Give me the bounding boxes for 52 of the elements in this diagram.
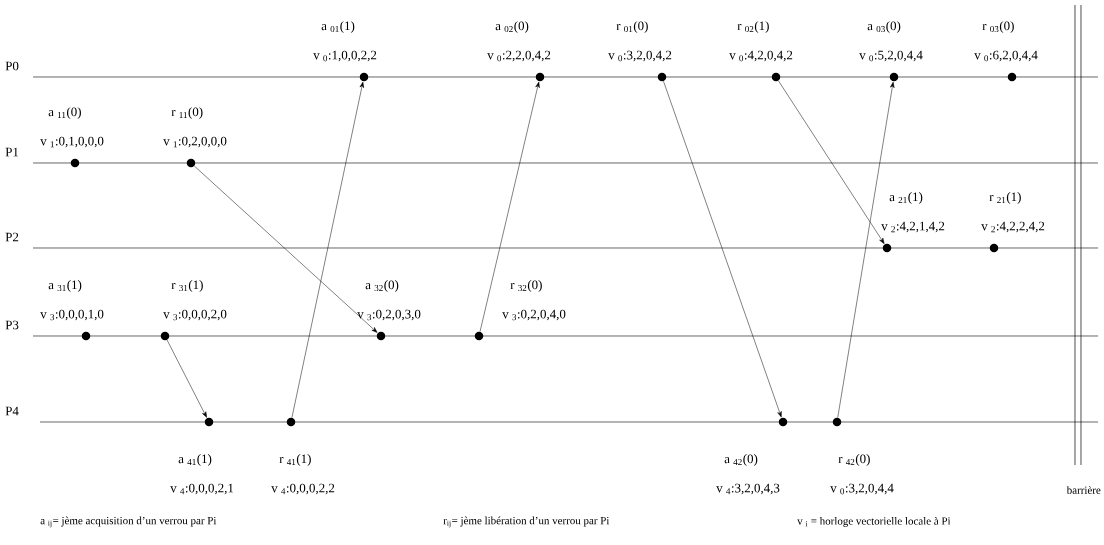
event-label: r $_{41}$(1) <box>279 454 311 466</box>
vector-clock-label: v $_{2}$:4,2,1,4,2 <box>881 221 945 233</box>
event-label: a $_{31}$(1) <box>48 280 82 292</box>
vector-clock-label: v $_{3}$:0,0,0,1,0 <box>40 309 104 321</box>
vector-clock-label: v $_{0}$:3,2,0,4,2 <box>608 50 672 62</box>
vector-clock-label: v $_{4}$:0,0,0,2,1 <box>170 483 234 495</box>
vector-clock-label: v $_{3}$:0,2,0,3,0 <box>357 309 421 321</box>
event-label: a $_{41}$(1) <box>178 454 212 466</box>
event-label: r $_{21}$(1) <box>989 192 1021 204</box>
event-label: r $_{03}$(0) <box>982 21 1014 33</box>
arrow <box>194 165 378 333</box>
arrow <box>663 80 782 418</box>
event-label: a $_{01}$(1) <box>321 21 355 33</box>
vector-clock-label: v $_{3}$:0,2,0,4,0 <box>502 309 566 321</box>
arrow <box>479 81 540 332</box>
arrow <box>778 80 885 244</box>
vector-clock-label: v $_{4}$:3,2,0,4,3 <box>716 483 780 495</box>
arrow <box>166 339 207 418</box>
definition-text: a $_{ij}$= jème acquisition d’un verrou par Pi <box>40 516 217 528</box>
arrow <box>837 81 895 418</box>
vector-clock-label: v $_{1}$:0,1,0,0,0 <box>40 136 104 148</box>
arrow <box>291 81 364 418</box>
event-label: a $_{03}$(0) <box>867 21 901 33</box>
vector-clock-label: v $_{3}$:0,0,0,2,0 <box>163 309 227 321</box>
event-label: a $_{32}$(0) <box>365 280 399 292</box>
definition-text: r$_{ij}$= jème libération d’un verrou par Pi <box>443 516 610 528</box>
process-label: P2 <box>5 232 19 242</box>
vector-clock-label: v $_{0}$:4,2,0,4,2 <box>729 50 793 62</box>
event-label: r $_{01}$(0) <box>616 21 648 33</box>
process-label: P1 <box>5 147 19 157</box>
event-label: r $_{11}$(0) <box>171 107 203 119</box>
event-label: a $_{42}$(0) <box>724 454 758 466</box>
event-label: r $_{31}$(1) <box>171 280 203 292</box>
vector-clock-label: v $_{0}$:6,2,0,4,4 <box>974 50 1038 62</box>
event-label: r $_{42}$(0) <box>838 454 870 466</box>
vector-clock-label: v $_{2}$:4,2,2,4,2 <box>981 221 1045 233</box>
vector-clock-label: v $_{4}$:0,0,0,2,2 <box>271 483 335 495</box>
event-label: a $_{21}$(1) <box>889 192 923 204</box>
vector-clock-label: v $_{0}$:1,0,0,2,2 <box>313 50 377 62</box>
vector-clock-label: v $_{1}$:0,2,0,0,0 <box>163 136 227 148</box>
event-label: r $_{02}$(1) <box>737 21 769 33</box>
process-label: P3 <box>5 320 19 330</box>
vector-clock-label: v $_{0}$:5,2,0,4,4 <box>859 50 923 62</box>
event-label: a $_{11}$(0) <box>48 107 81 119</box>
event-label: a $_{02}$(0) <box>495 21 529 33</box>
process-label: P0 <box>5 61 19 71</box>
vector-clock-label: v $_{0}$:3,2,0,4,4 <box>830 483 894 495</box>
process-label: P4 <box>5 406 19 416</box>
definition-text: v $_{i}$ = horloge vectorielle locale à Pi <box>797 517 951 527</box>
vector-clock-label: v $_{0}$:2,2,0,4,2 <box>487 50 551 62</box>
event-label: r $_{32}$(0) <box>510 280 542 292</box>
barrier-label: barrière <box>1066 486 1101 494</box>
